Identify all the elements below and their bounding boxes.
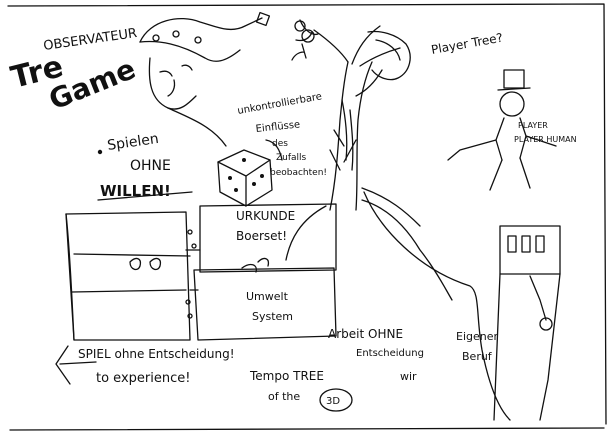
page-edge [7, 3, 607, 431]
ball-drawing [319, 388, 353, 412]
arrow-left-drawing [55, 345, 97, 385]
urkunde-line-2: Boerset! [236, 229, 287, 243]
influence-line-3: des [272, 139, 288, 149]
tree-line-1: Tempo TREE [249, 369, 324, 383]
eigen-line-1: Eigener [456, 330, 498, 343]
player-human-label-1: PLAYER [518, 121, 548, 130]
bullet-dot [97, 149, 103, 155]
dice-drawing [217, 139, 283, 207]
spiel-line-1: SPIEL ohne Entscheidung! [78, 347, 235, 361]
game-board-drawing [65, 203, 337, 341]
ohne-line-2: Entscheidung [356, 348, 424, 359]
slot-machine-drawing [493, 225, 561, 421]
urkunde-line-1: URKUNDE [236, 209, 295, 223]
hill-line [363, 191, 511, 421]
spielen-line-1: Spielen [106, 131, 159, 154]
player-human-label-2: PLAYER HUMAN [514, 135, 577, 144]
influence-line-2: Einflüsse [255, 119, 301, 135]
ohne-line-1: Arbeit OHNE [328, 327, 403, 341]
player-tree-label: Player Tree? [430, 31, 504, 57]
influence-line-5: beobachten! [270, 168, 327, 178]
player-human-drawing [447, 69, 557, 191]
tree-line-2: of the [268, 390, 300, 403]
spielen-line-2: OHNE [130, 158, 171, 174]
influence-line-4: Zufalls [276, 153, 307, 163]
tree-drawing [285, 19, 453, 301]
hill-top [361, 187, 421, 227]
umwelt-line-2: System [252, 310, 293, 323]
jester-head-drawing [139, 11, 271, 147]
umwelt-line-1: Umwelt [246, 290, 289, 303]
underline [97, 191, 193, 201]
influence-line-1: unkontrollierbare [237, 91, 323, 117]
eigen-line-2: Beruf [462, 350, 493, 363]
ohne-line-3: wir [400, 370, 417, 383]
tree-line-3: 3D [326, 396, 340, 407]
flower-drawing [291, 20, 315, 61]
spiel-line-2: to experience! [96, 371, 190, 386]
